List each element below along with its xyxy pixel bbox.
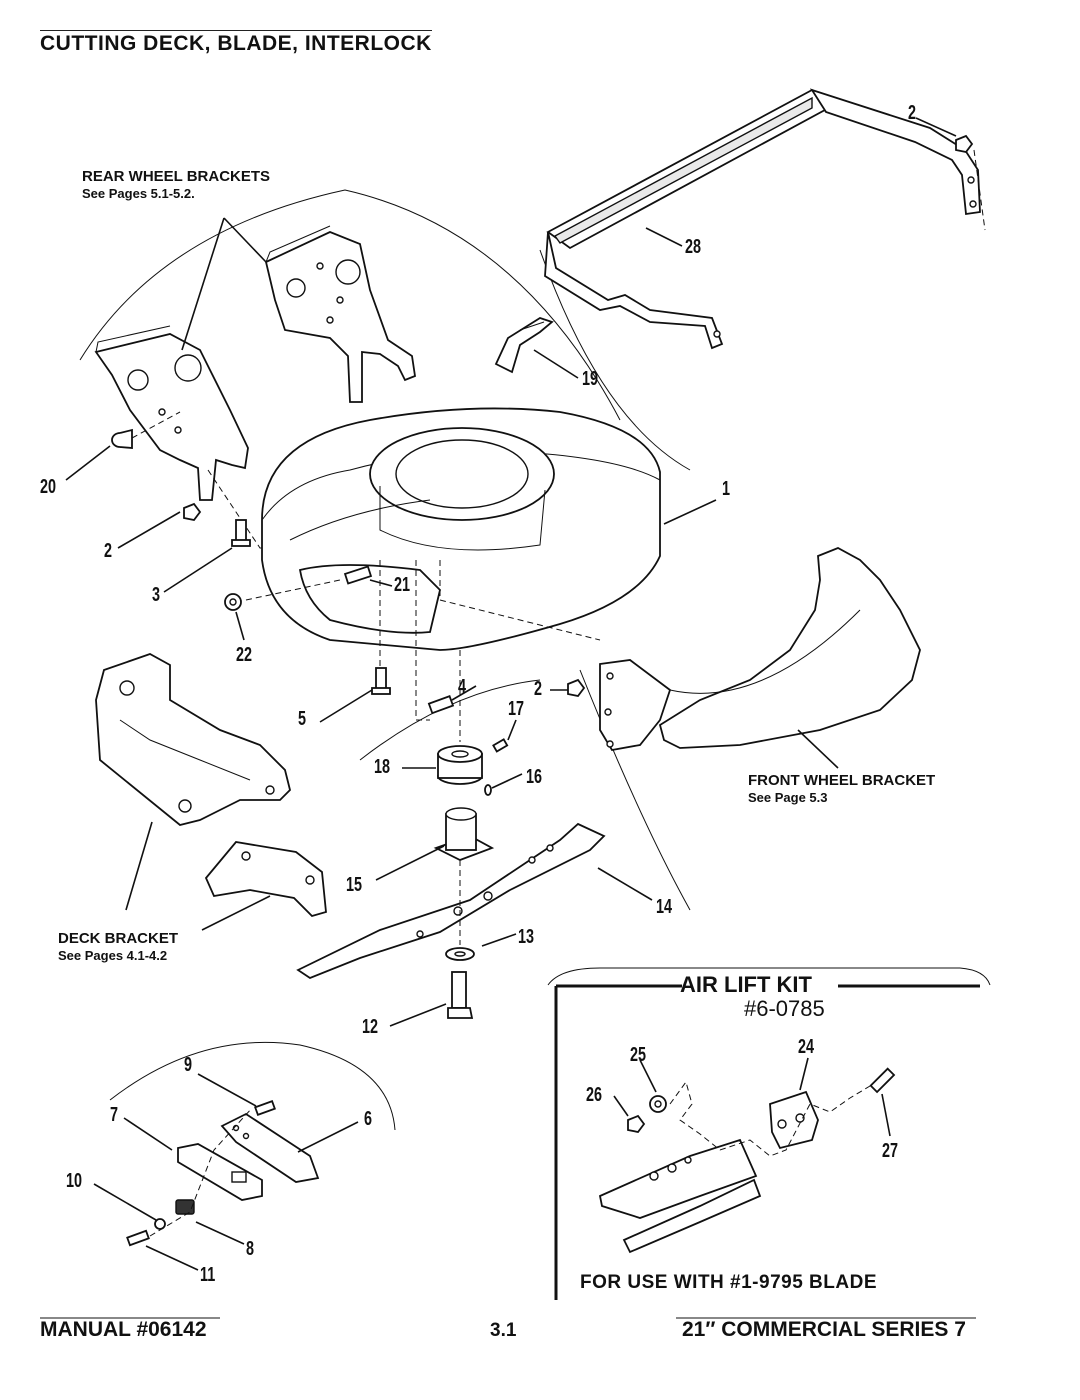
part-26-nut (627, 1114, 646, 1133)
part-9-screw (254, 1100, 276, 1116)
rear-bracket-note-title: REAR WHEEL BRACKETS (82, 168, 271, 185)
sweep-curve-front (579, 669, 691, 911)
callout-20: 20 (40, 476, 57, 498)
callout-21: 21 (394, 574, 411, 596)
callout-6: 6 (364, 1108, 373, 1130)
part-12-blade-bolt (447, 971, 474, 1019)
part-16-key (484, 784, 492, 796)
callout-1: 1 (722, 478, 731, 500)
callout-14: 14 (656, 896, 673, 918)
part-25-washer (649, 1095, 667, 1113)
callout-2-front: 2 (534, 678, 543, 700)
callout-12: 12 (362, 1016, 379, 1038)
rear-wheel-bracket-right (264, 225, 416, 403)
callout-19: 19 (582, 368, 599, 390)
part-5-bolt (371, 667, 391, 695)
callout-16: 16 (526, 766, 543, 788)
leader-lines (65, 117, 957, 1271)
part-11-screw (126, 1229, 150, 1247)
footer-manual: MANUAL #06142 (40, 1318, 207, 1341)
part-24-air-lift-plate (769, 1090, 819, 1150)
callout-8: 8 (246, 1238, 255, 1260)
part-1-deck-housing (261, 407, 661, 651)
part-19-deflector (494, 317, 554, 374)
kit-title: AIR LIFT KIT (680, 972, 812, 997)
leader-22-dash (245, 579, 341, 601)
callout-5: 5 (298, 708, 307, 730)
part-3-bolt (231, 519, 251, 547)
callout-10: 10 (66, 1170, 83, 1192)
callout-15: 15 (346, 874, 363, 896)
leader-4-dash (415, 560, 430, 721)
part-2-nut-rear (183, 502, 202, 521)
kit-number: #6-0785 (744, 996, 825, 1021)
part-15-blade-adapter (433, 807, 495, 861)
part-17-set-screw (492, 738, 509, 753)
callout-26: 26 (586, 1084, 603, 1106)
part-2-nut-handle (955, 134, 974, 153)
callout-22: 22 (236, 644, 253, 666)
part-22-washer (224, 593, 242, 611)
part-21-bolt (343, 565, 373, 585)
callout-13: 13 (518, 926, 535, 948)
part-14-blade (296, 822, 606, 980)
deck-bracket-note-title: DECK BRACKET (58, 930, 178, 947)
interlock-assembly-dash (149, 1107, 253, 1237)
sweep-curve-top (79, 189, 621, 421)
front-wheel-bracket (599, 547, 921, 751)
callout-2-handle: 2 (908, 102, 917, 124)
part-28-handle-bracket (544, 88, 986, 350)
part-27-bolt (869, 1067, 896, 1094)
rear-wheel-bracket-left (94, 325, 300, 549)
deck-bracket-note-ref: See Pages 4.1-4.2 (58, 948, 168, 963)
kit-blade-section (598, 1138, 762, 1254)
front-bracket-note-title: FRONT WHEEL BRACKET (748, 772, 936, 789)
callout-9: 9 (184, 1054, 193, 1076)
callout-4: 4 (458, 676, 467, 698)
part-18-pulley (437, 745, 483, 785)
kit-footnote: FOR USE WITH #1-9795 BLADE (580, 1272, 877, 1293)
footer-page-number: 3.1 (490, 1320, 517, 1341)
callout-28: 28 (685, 236, 702, 258)
callout-27: 27 (882, 1140, 899, 1162)
rear-bracket-note-ref: See Pages 5.1-5.2. (82, 186, 195, 201)
callout-2-rear: 2 (104, 540, 113, 562)
part-7-interlock-plate (177, 1143, 263, 1201)
page-title: CUTTING DECK, BLADE, INTERLOCK (40, 30, 432, 55)
kit-assembly-dash (669, 1080, 871, 1157)
sweep-curve-right (539, 249, 691, 471)
footer-series: 21″ COMMERCIAL SERIES 7 (682, 1318, 966, 1341)
part-4-bolt (427, 695, 455, 715)
sweep-curve-interlock (109, 1041, 396, 1131)
callout-24: 24 (798, 1036, 815, 1058)
callout-17: 17 (508, 698, 525, 720)
callout-7: 7 (110, 1104, 119, 1126)
part-8-switch (175, 1199, 195, 1215)
callout-25: 25 (630, 1044, 647, 1066)
callout-18: 18 (374, 756, 391, 778)
part-2-nut-front (567, 678, 586, 697)
deck-bracket-small (204, 841, 327, 918)
callout-11: 11 (200, 1264, 216, 1286)
air-lift-kit-frame (554, 984, 980, 1300)
part-10-lockwasher (154, 1218, 166, 1230)
front-bracket-note-ref: See Page 5.3 (748, 790, 828, 805)
part-20-bushing (111, 411, 181, 449)
kit-frame-curve (547, 967, 991, 986)
deck-bracket-large (95, 653, 291, 826)
part-13-washer (445, 947, 475, 961)
callout-3: 3 (152, 584, 161, 606)
